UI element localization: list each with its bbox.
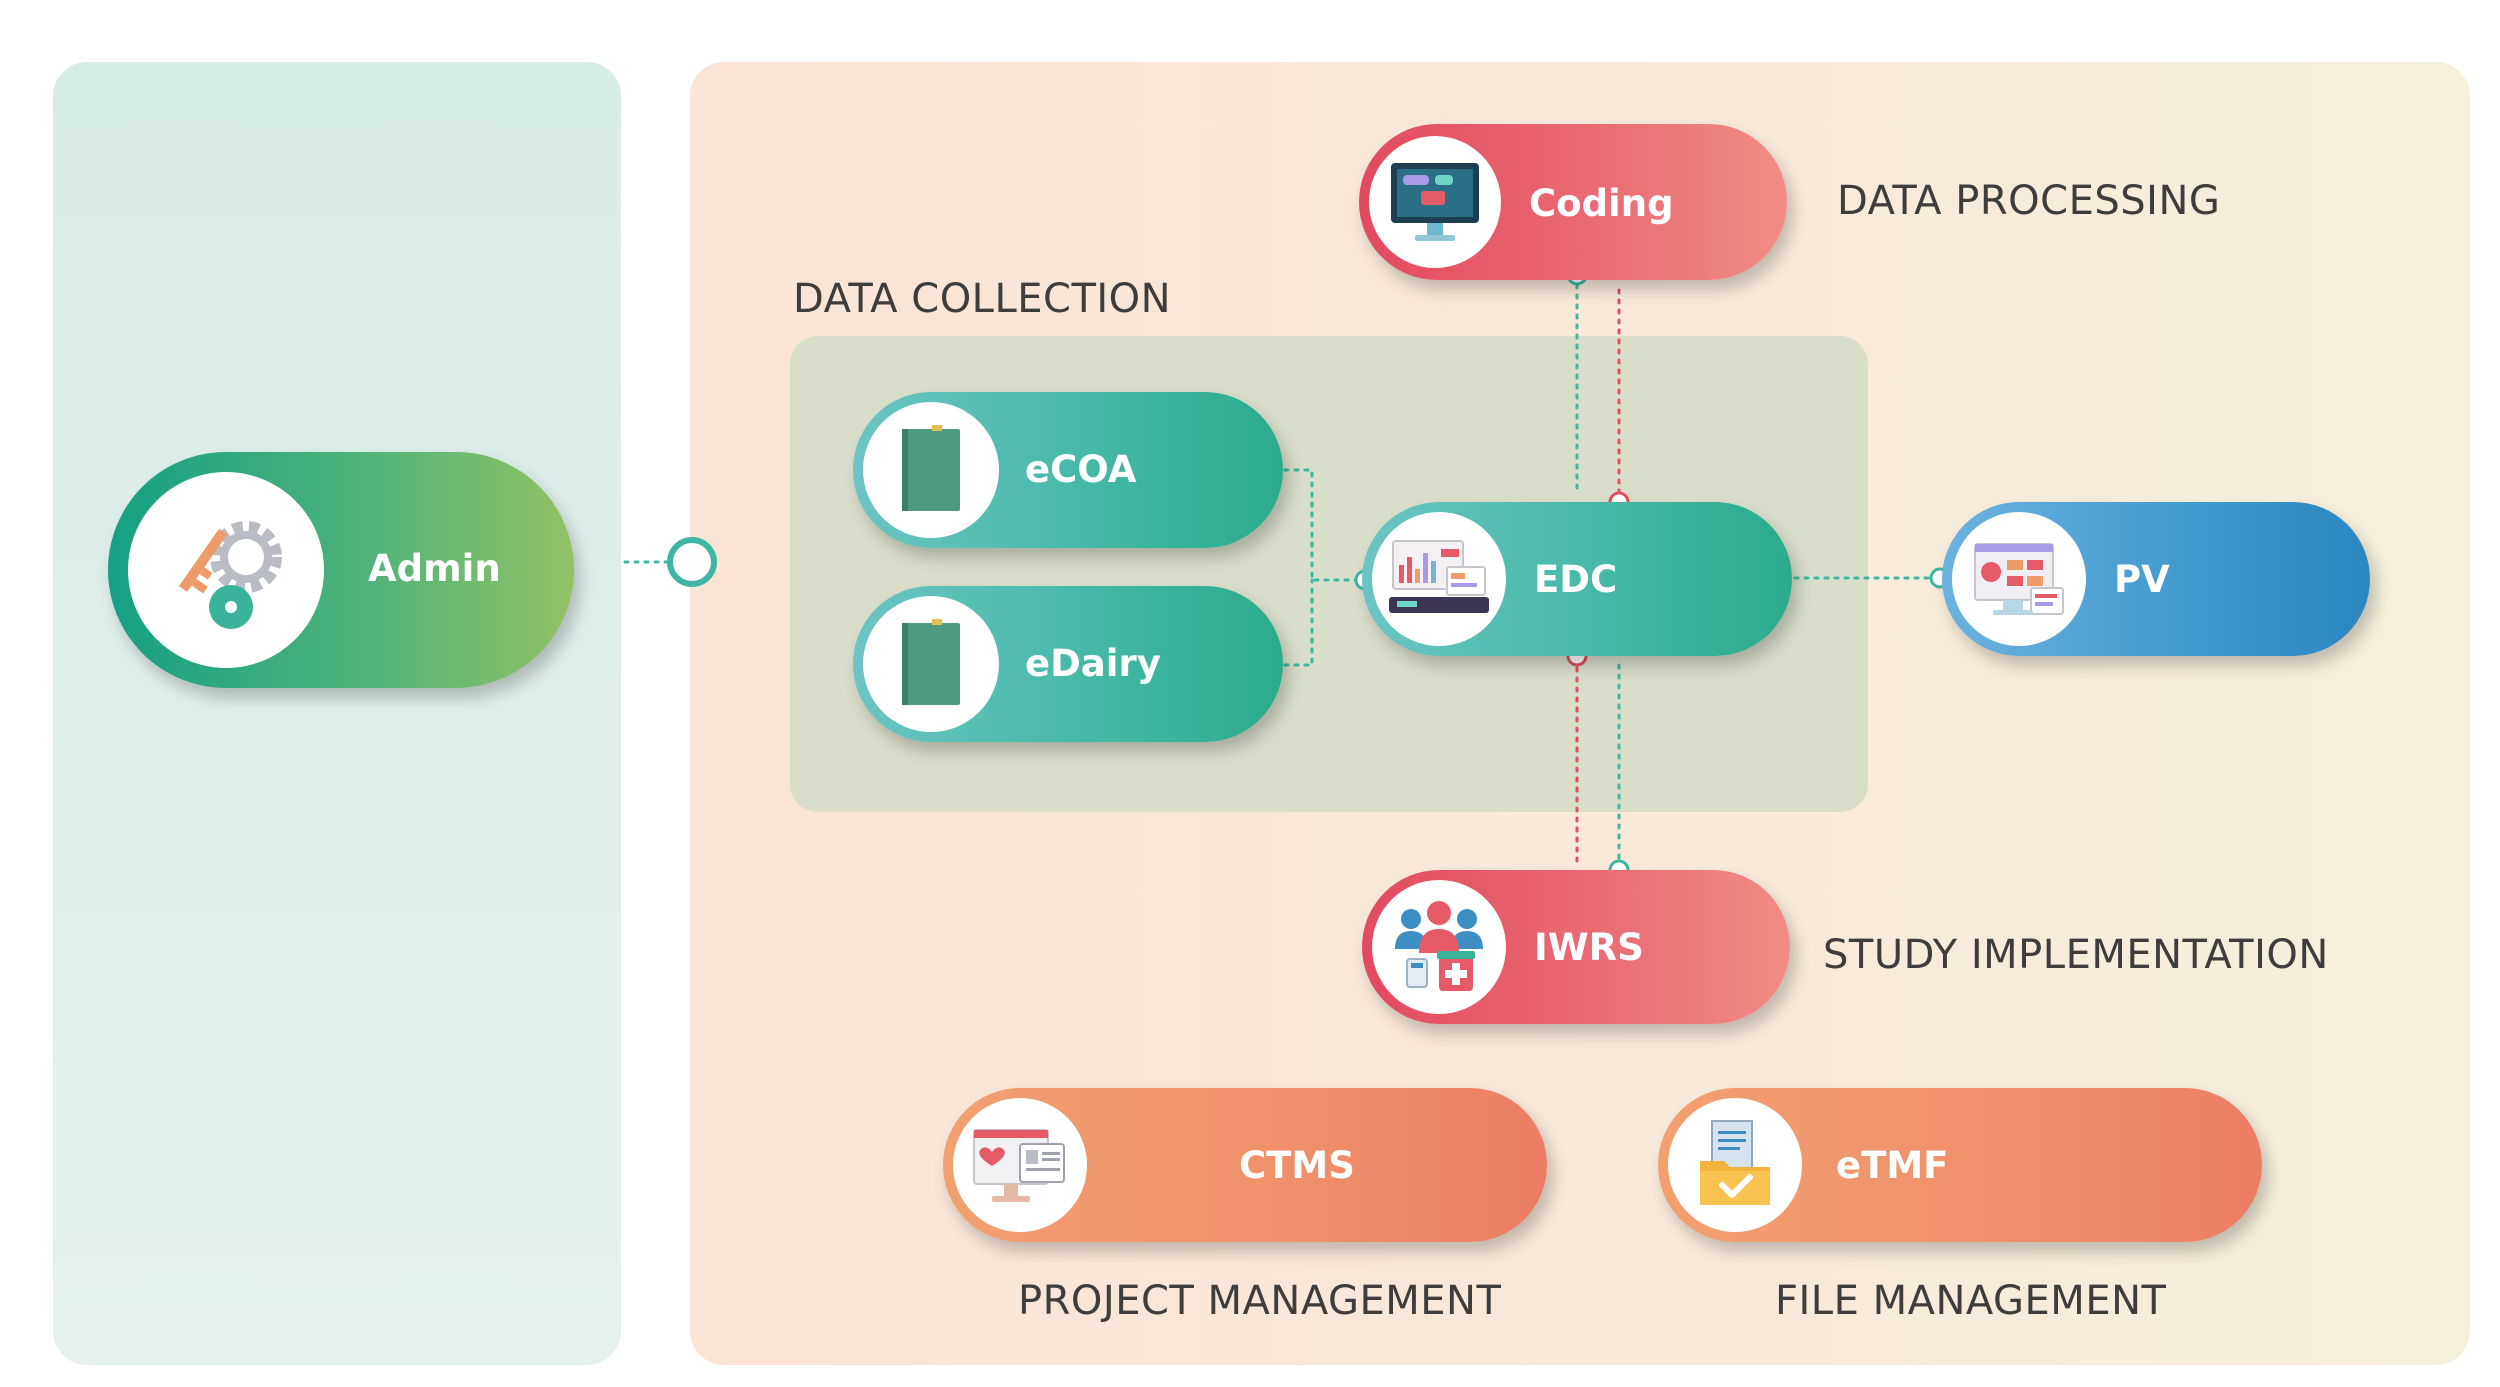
section-label-project-management: PROJECT MANAGEMENT: [1018, 1278, 1502, 1324]
code-monitor-icon: [1369, 136, 1501, 268]
clinic-monitor-icon: [953, 1098, 1087, 1232]
coding-label: Coding: [1529, 182, 1674, 225]
edairy-label: eDairy: [1025, 642, 1161, 685]
section-label-study-implementation: STUDY IMPLEMENTATION: [1823, 932, 2329, 978]
pv-label: PV: [2114, 558, 2170, 601]
iwrs-module[interactable]: IWRS: [1362, 870, 1790, 1024]
edairy-module[interactable]: eDairy: [853, 586, 1283, 742]
section-label-file-management: FILE MANAGEMENT: [1775, 1278, 2167, 1324]
section-label-data-processing: DATA PROCESSING: [1837, 178, 2221, 224]
etmf-label: eTMF: [1836, 1144, 1949, 1187]
ctms-label: CTMS: [1239, 1144, 1355, 1187]
document-folder-icon: [1668, 1098, 1802, 1232]
section-label-data-collection: DATA COLLECTION: [793, 276, 1172, 322]
coding-module[interactable]: Coding: [1359, 124, 1787, 280]
dashboard-icon: [1372, 512, 1506, 646]
edc-label: EDC: [1534, 558, 1618, 601]
admin-panel: [53, 62, 621, 1365]
ecoa-module[interactable]: eCOA: [853, 392, 1283, 548]
ecoa-label: eCOA: [1025, 448, 1137, 491]
key-gear-icon: [128, 472, 324, 668]
etmf-module[interactable]: eTMF: [1658, 1088, 2262, 1242]
book-icon: [863, 596, 999, 732]
admin-module[interactable]: Admin: [108, 452, 574, 688]
book-icon: [863, 402, 999, 538]
admin-label: Admin: [368, 547, 501, 590]
ctms-module[interactable]: CTMS: [943, 1088, 1547, 1242]
connector-ecoa-edc: [1283, 468, 1367, 582]
monitor-report-icon: [1952, 512, 2086, 646]
pv-module[interactable]: PV: [1942, 502, 2370, 656]
edc-module[interactable]: EDC: [1362, 502, 1792, 656]
connector-edairy-edc: [1283, 578, 1314, 667]
iwrs-label: IWRS: [1534, 926, 1644, 969]
admin-connector-node: [667, 537, 717, 587]
people-medicine-icon: [1372, 880, 1506, 1014]
